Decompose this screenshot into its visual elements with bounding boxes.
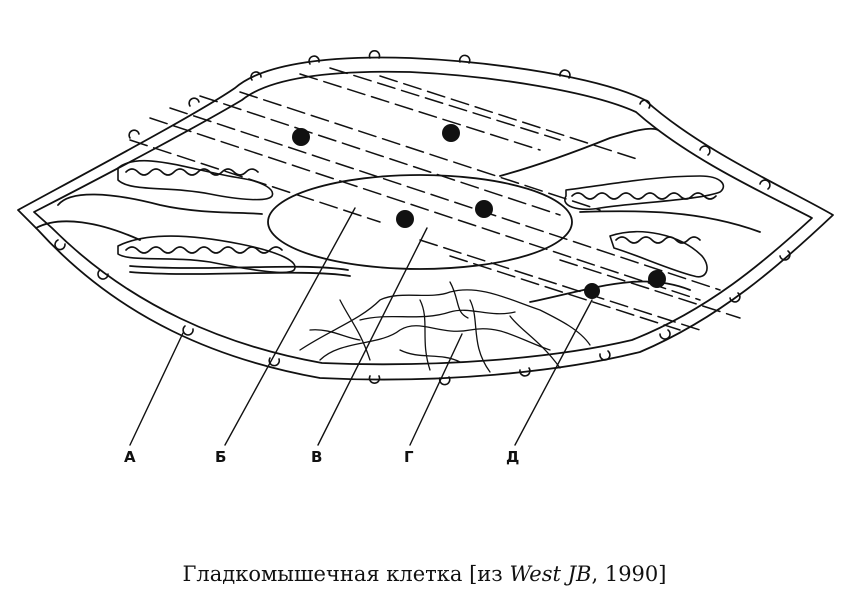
cell-membrane-outer <box>17 56 834 381</box>
mitochondria <box>117 160 725 278</box>
nucleus <box>267 174 573 270</box>
caption-suffix: , 1990] <box>591 562 667 586</box>
label-d: Д <box>506 448 519 466</box>
sarcoplasmic-reticulum <box>35 127 761 303</box>
label-b: Б <box>215 448 226 466</box>
figure-caption: Гладкомышечная клетка [из West JB, 1990] <box>0 562 849 586</box>
reticular-network <box>299 281 591 373</box>
caption-author: West JB <box>509 562 592 586</box>
cell-membrane-inner <box>33 70 813 366</box>
dense-bodies <box>292 124 666 299</box>
caveolae <box>54 50 791 386</box>
label-g: Г <box>404 448 414 466</box>
leader-lines <box>129 207 593 446</box>
label-v: В <box>311 448 322 466</box>
caption-prefix: Гладкомышечная клетка [из <box>182 562 510 586</box>
label-a: А <box>124 448 136 466</box>
